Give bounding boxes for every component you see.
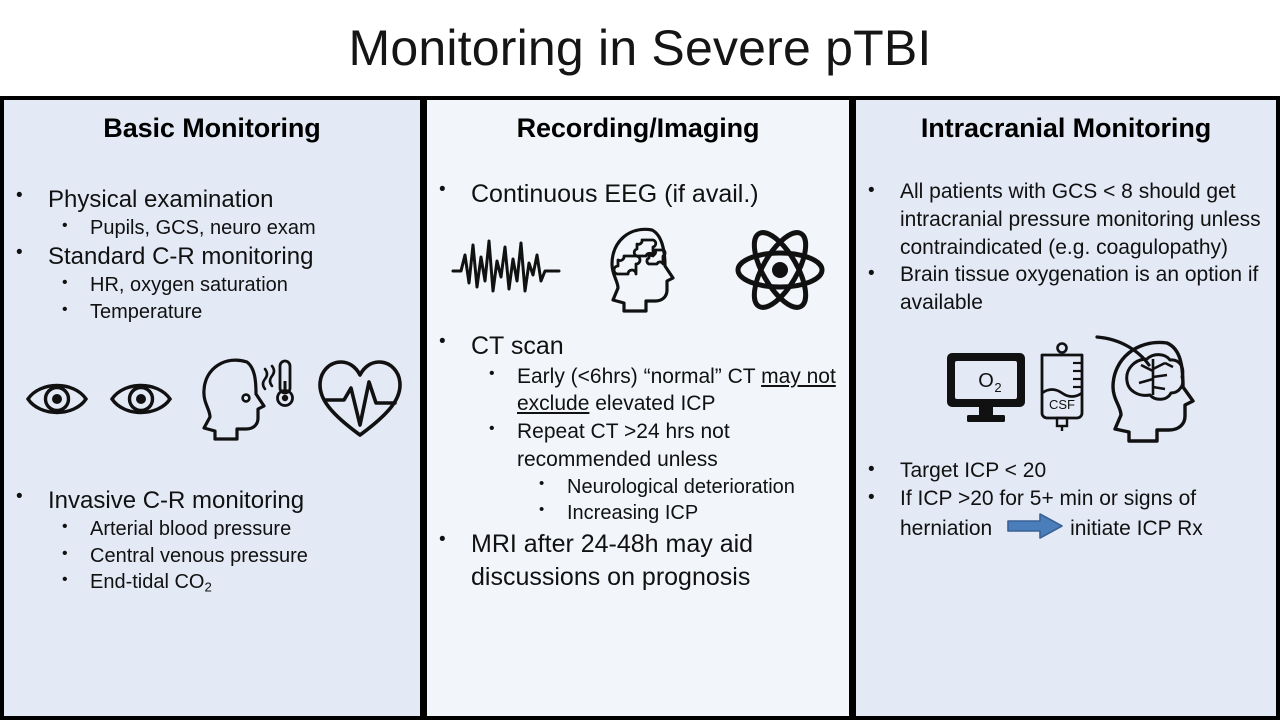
- list-item: Temperature: [4, 299, 420, 325]
- panel-recording-imaging: Recording/Imaging Continuous EEG (if ava…: [424, 96, 852, 720]
- list-item-text-post: initiate ICP Rx: [1070, 517, 1203, 541]
- bullet-list-basic-bottom: Invasive C-R monitoring Arterial blood p…: [4, 485, 420, 596]
- bullet-list-recording-top: Continuous EEG (if avail.): [427, 178, 849, 211]
- list-item: Brain tissue oxygenation is an option if…: [856, 261, 1276, 317]
- list-item: CT scan: [427, 330, 849, 363]
- bullet-list-recording-bottom: CT scan Early (<6hrs) “normal” CT may no…: [427, 330, 849, 593]
- panel-body-recording-imaging: Continuous EEG (if avail.): [427, 144, 849, 594]
- list-item: All patients with GCS < 8 should get int…: [856, 178, 1276, 262]
- page-title: Monitoring in Severe pTBI: [348, 20, 932, 76]
- panel-body-intracranial-monitoring: All patients with GCS < 8 should get int…: [856, 144, 1276, 547]
- csf-bag-label: CSF: [1049, 397, 1075, 412]
- list-item: If ICP >20 for 5+ min or signs of hernia…: [856, 485, 1276, 547]
- list-item-text-post: elevated ICP: [589, 392, 716, 416]
- icon-row-basic-monitoring: [4, 351, 420, 447]
- list-item: Arterial blood pressure: [4, 516, 420, 542]
- list-item: End-tidal CO2: [4, 569, 420, 596]
- bullet-list-intracranial-bottom: Target ICP < 20 If ICP >20 for 5+ min or…: [856, 457, 1276, 547]
- panel-basic-monitoring: Basic Monitoring Physical examination Pu…: [0, 96, 424, 720]
- list-item: Invasive C-R monitoring: [4, 485, 420, 516]
- list-item: Physical examination: [4, 184, 420, 215]
- bullet-list-basic-top: Physical examination Pupils, GCS, neuro …: [4, 184, 420, 326]
- three-column-layout: Basic Monitoring Physical examination Pu…: [0, 96, 1280, 720]
- icon-row-recording-imaging: [427, 224, 849, 316]
- heart-pulse-icon: [314, 355, 406, 443]
- o2-monitor-label: O: [978, 370, 994, 392]
- list-item: Neurological deterioration: [427, 474, 849, 500]
- list-item: Pupils, GCS, neuro exam: [4, 215, 420, 241]
- head-puzzle-brain-icon: [602, 224, 694, 316]
- list-item: Early (<6hrs) “normal” CT may not exclud…: [427, 363, 849, 418]
- list-item-text-pre: If ICP >20 for 5+ min or signs of hernia…: [900, 487, 1197, 541]
- list-item: Increasing ICP: [427, 500, 849, 526]
- list-item: Standard C-R monitoring: [4, 241, 420, 272]
- atom-icon: [734, 226, 826, 314]
- subscript-2: 2: [204, 579, 212, 595]
- head-thermometer-icon: [192, 351, 296, 447]
- bullet-list-intracranial-top: All patients with GCS < 8 should get int…: [856, 178, 1276, 318]
- list-item: Repeat CT >24 hrs not recommended unless: [427, 418, 849, 473]
- panel-heading-recording-imaging: Recording/Imaging: [516, 113, 760, 143]
- panel-heading-intracranial-monitoring: Intracranial Monitoring: [920, 113, 1212, 143]
- list-item: HR, oxygen saturation: [4, 272, 420, 298]
- list-item: Continuous EEG (if avail.): [427, 178, 849, 211]
- panel-heading-basic-monitoring: Basic Monitoring: [103, 113, 321, 143]
- csf-drainage-bag-icon: CSF: [1031, 341, 1093, 433]
- panel-body-basic-monitoring: Physical examination Pupils, GCS, neuro …: [4, 144, 420, 597]
- eye-icon: [24, 374, 90, 424]
- o2-monitor-subscript: 2: [994, 380, 1001, 395]
- list-item: Target ICP < 20: [856, 457, 1276, 485]
- eeg-waveform-icon: [450, 231, 562, 309]
- list-item-text: End-tidal CO: [90, 571, 205, 594]
- head-brain-icon: [1095, 331, 1227, 443]
- o2-monitor-icon: O 2: [943, 349, 1029, 425]
- eye-icon: [108, 374, 174, 424]
- panel-intracranial-monitoring: Intracranial Monitoring All patients wit…: [852, 96, 1280, 720]
- list-item-text-underlined: may not exclude: [517, 364, 836, 416]
- list-item: MRI after 24-48h may aid discussions on …: [427, 528, 849, 593]
- right-arrow-icon: [1006, 513, 1064, 547]
- list-item-text-pre: Early (<6hrs) “normal” CT: [517, 364, 762, 388]
- icon-row-intracranial-monitoring: O 2: [856, 331, 1276, 443]
- list-item: Central venous pressure: [4, 543, 420, 569]
- slide-title-bar: Monitoring in Severe pTBI: [0, 0, 1280, 96]
